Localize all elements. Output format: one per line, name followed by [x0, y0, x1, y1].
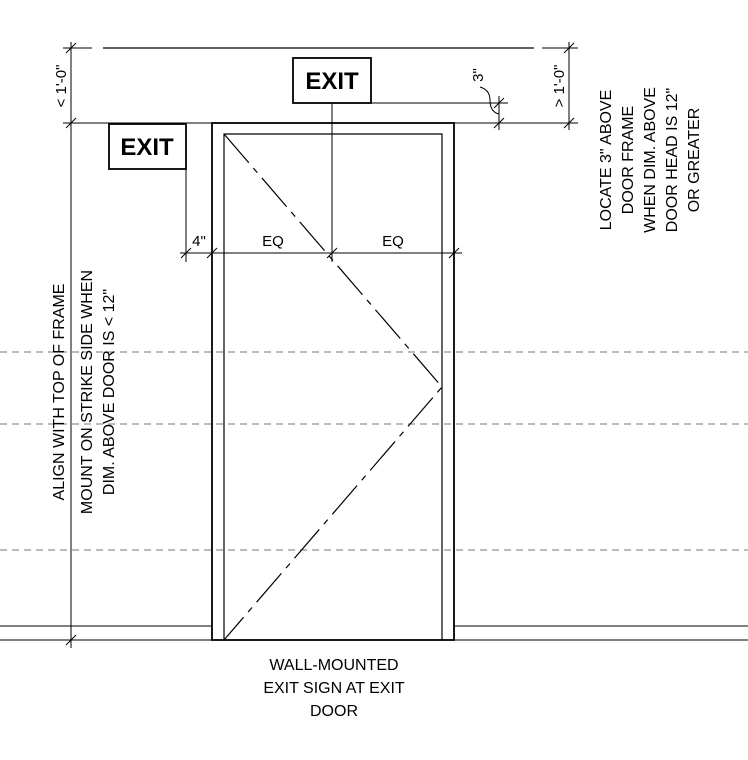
left-dimension-lines — [65, 42, 77, 648]
caption: WALL-MOUNTED EXIT SIGN AT EXIT DOOR — [263, 657, 405, 720]
note-right: LOCATE 3" ABOVE DOOR FRAME WHEN DIM. ABO… — [598, 87, 703, 233]
note-left: ALIGN WITH TOP OF FRAME MOUNT ON STRIKE … — [51, 270, 118, 514]
reference-lines — [63, 47, 578, 124]
exit-sign-side-label: EXIT — [120, 134, 174, 161]
dim-eq-left: EQ — [262, 233, 284, 250]
note-right-line-1: LOCATE 3" ABOVE — [598, 90, 615, 231]
exit-sign-upper: EXIT — [292, 57, 372, 104]
dim-four-inch: 4" — [192, 233, 206, 250]
right-dimension-lines — [563, 42, 575, 130]
caption-line-2: EXIT SIGN AT EXIT — [263, 680, 405, 697]
note-right-line-4: DOOR HEAD IS 12" — [664, 88, 681, 232]
exit-sign-upper-label: EXIT — [305, 68, 359, 95]
note-right-line-5: OR GREATER — [686, 108, 703, 213]
three-inch-dimension — [371, 86, 508, 130]
note-left-line-3: DIM. ABOVE DOOR IS < 12" — [101, 289, 118, 495]
floor-lines — [0, 625, 748, 641]
horizontal-dimension — [180, 169, 462, 262]
door-swing-lines — [223, 133, 443, 641]
dim-three-inch: 3" — [470, 68, 487, 82]
note-right-line-2: DOOR FRAME — [620, 106, 637, 214]
dim-upper-right: > 1'-0" — [551, 65, 568, 108]
door-frame — [211, 122, 455, 641]
hidden-lines — [0, 351, 748, 551]
caption-line-1: WALL-MOUNTED — [269, 657, 398, 674]
note-left-line-1: ALIGN WITH TOP OF FRAME — [51, 284, 68, 501]
exit-sign-side: EXIT — [108, 123, 187, 170]
dim-upper-left: < 1'-0" — [53, 65, 70, 108]
note-right-line-3: WHEN DIM. ABOVE — [642, 87, 659, 233]
caption-line-3: DOOR — [310, 703, 358, 720]
note-left-line-2: MOUNT ON STRIKE SIDE WHEN — [79, 270, 96, 514]
dim-eq-right: EQ — [382, 233, 404, 250]
